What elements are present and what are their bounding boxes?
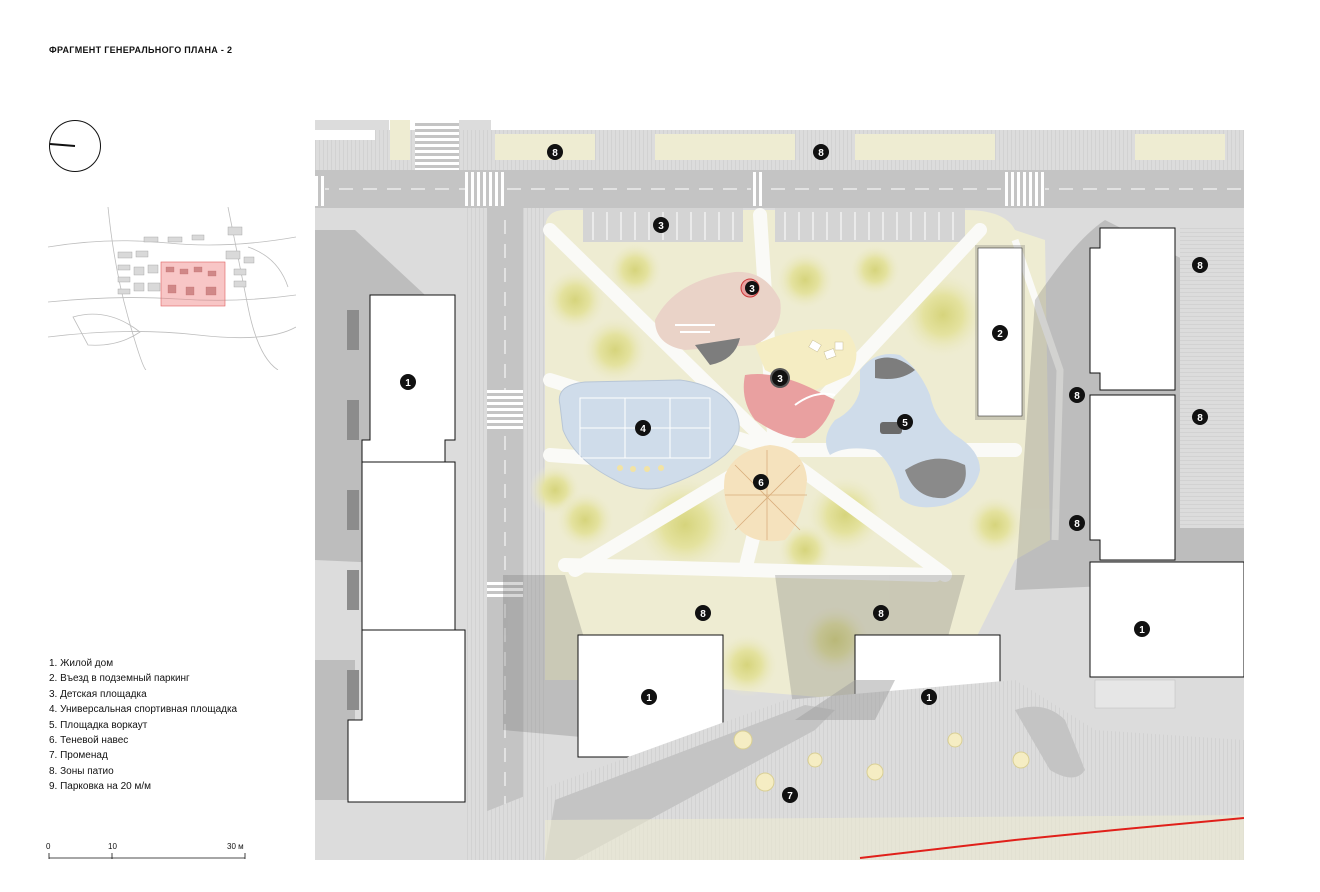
marker-patio-label: 8 [1074, 391, 1080, 402]
legend-item: 5. Площадка воркаут [49, 719, 148, 731]
marker-patio-label: 8 [818, 148, 824, 159]
marker-workout-label: 5 [902, 418, 908, 429]
site-plan: 1 1 1 1 2 3 3 3 [315, 120, 1244, 860]
marker-canopy: 6 [753, 474, 769, 490]
marker-house: 1 [921, 689, 937, 705]
marker-promenade: 7 [782, 787, 798, 803]
marker-patio: 8 [873, 605, 889, 621]
marker-playground-label: 3 [749, 284, 755, 295]
marker-patio-label: 8 [1074, 519, 1080, 530]
marker-playground-label: 3 [658, 221, 664, 232]
legend-item: 9. Парковка на 20 м/м [49, 781, 152, 793]
marker-workout: 5 [897, 414, 913, 430]
marker-patio: 8 [547, 144, 563, 160]
marker-playground: 3 [770, 368, 790, 388]
marker-patio: 8 [1192, 409, 1208, 425]
marker-house: 1 [641, 689, 657, 705]
marker-patio-label: 8 [552, 148, 558, 159]
marker-playground-label: 3 [777, 374, 783, 385]
key-map [48, 207, 296, 370]
scale-tick-0: 0 [46, 842, 51, 851]
marker-patio-label: 8 [700, 609, 706, 620]
marker-house: 1 [1134, 621, 1150, 637]
marker-playground: 3 [745, 281, 759, 295]
marker-sports: 4 [635, 420, 651, 436]
marker-house-label: 1 [926, 693, 932, 704]
legend-item: 4. Универсальная спортивная площадка [49, 704, 238, 716]
marker-playground: 3 [653, 217, 669, 233]
marker-patio: 8 [1192, 257, 1208, 273]
legend-item: 7. Променад [49, 750, 108, 762]
marker-house-label: 1 [405, 378, 411, 389]
marker-patio: 8 [813, 144, 829, 160]
north-arrow-icon [49, 120, 101, 172]
marker-house: 1 [400, 374, 416, 390]
scale-bar: 0 10 30 м [44, 842, 264, 864]
legend-item: 6. Теневой навес [49, 735, 129, 747]
marker-patio-label: 8 [878, 609, 884, 620]
marker-house-label: 1 [1139, 625, 1145, 636]
marker-patio: 8 [695, 605, 711, 621]
marker-patio: 8 [1069, 387, 1085, 403]
marker-sports-label: 4 [640, 424, 646, 435]
legend-item: 1. Жилой дом [49, 658, 114, 669]
scale-tick-10: 10 [108, 842, 117, 851]
legend: 1. Жилой дом 2. Въезд в подземный паркин… [49, 656, 237, 795]
marker-parking-entry-label: 2 [997, 329, 1003, 340]
marker-patio: 8 [1069, 515, 1085, 531]
marker-promenade-label: 7 [787, 791, 793, 802]
legend-item: 2. Въезд в подземный паркинг [49, 673, 190, 685]
page-title: ФРАГМЕНТ ГЕНЕРАЛЬНОГО ПЛАНА - 2 [49, 45, 233, 55]
marker-patio-label: 8 [1197, 261, 1203, 272]
marker-parking-entry: 2 [992, 325, 1008, 341]
marker-house-label: 1 [646, 693, 652, 704]
scale-tick-30: 30 м [227, 842, 244, 851]
marker-patio-label: 8 [1197, 413, 1203, 424]
marker-canopy-label: 6 [758, 478, 764, 489]
legend-item: 3. Детская площадка [49, 688, 147, 700]
legend-item: 8. Зоны патио [49, 765, 114, 777]
